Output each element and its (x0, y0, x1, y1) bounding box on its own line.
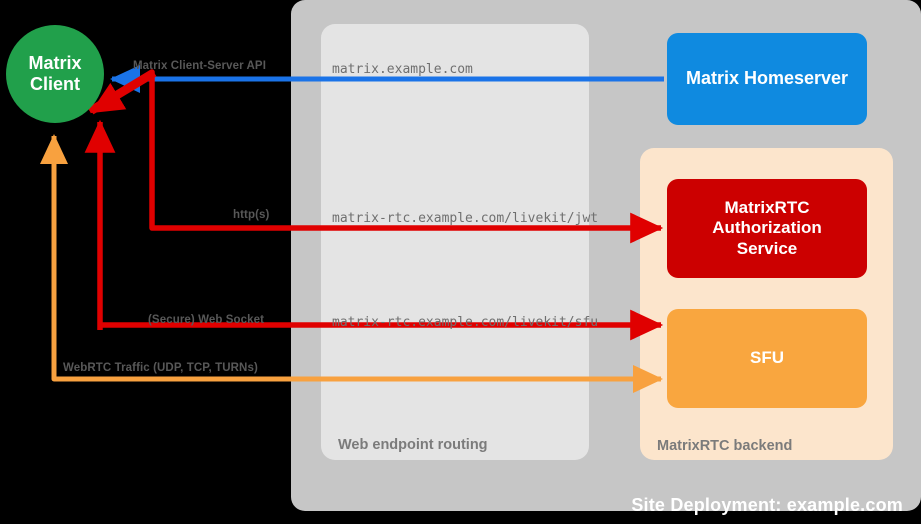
matrixrtc-backend-label: MatrixRTC backend (657, 438, 793, 454)
endpoint-livekit-jwt: matrix-rtc.example.com/livekit/jwt (332, 211, 599, 226)
endpoint-livekit-sfu: matrix-rtc.example.com/livekit/sfu (332, 315, 599, 330)
edge-label-matrix-client-server-api: Matrix Client-Server API (133, 60, 266, 72)
sfu-label: SFU (750, 348, 784, 368)
edge-label-http: http(s) (233, 209, 270, 221)
node-matrix-homeserver[interactable]: Matrix Homeserver (667, 33, 867, 125)
edge-label-websocket: (Secure) Web Socket (148, 314, 265, 326)
node-matrix-client[interactable]: Matrix Client (6, 25, 104, 123)
web-endpoint-routing-container (321, 24, 589, 460)
auth-label-line1: MatrixRTC (724, 197, 810, 217)
auth-label-line2: Authorization (712, 218, 822, 238)
auth-label-line3: Service (736, 238, 798, 258)
node-sfu[interactable]: SFU (667, 309, 867, 408)
matrix-client-label-line1: Matrix (28, 53, 82, 74)
web-endpoint-routing-label: Web endpoint routing (338, 437, 488, 453)
endpoint-matrix-example-com: matrix.example.com (332, 62, 473, 77)
edge-label-webrtc-traffic: WebRTC Traffic (UDP, TCP, TURNs) (63, 362, 258, 374)
node-matrixrtc-authorization-service[interactable]: MatrixRTC Authorization Service (667, 179, 867, 278)
matrix-homeserver-label: Matrix Homeserver (685, 68, 849, 89)
site-deployment-label: Site Deployment: example.com (631, 495, 903, 515)
matrix-client-label-line2: Client (29, 74, 80, 94)
